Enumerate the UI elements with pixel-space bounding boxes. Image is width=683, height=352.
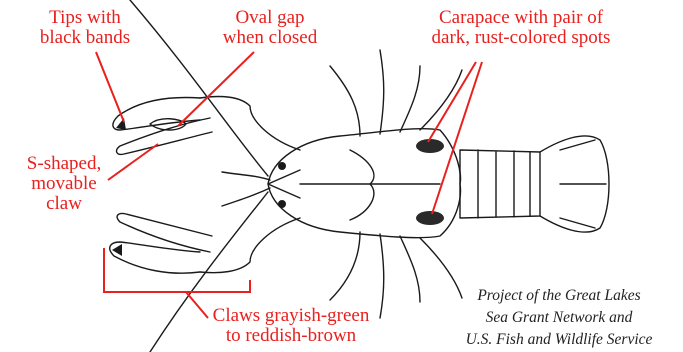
credit-text: Project of the Great Lakes Sea Grant Net… xyxy=(440,285,678,351)
upper-claw-outer xyxy=(113,98,200,130)
leader-carapace-right xyxy=(432,62,482,214)
bracket-claws xyxy=(104,248,250,292)
eye-lower xyxy=(278,200,286,208)
eye-upper xyxy=(278,162,286,170)
antennule xyxy=(222,172,270,206)
upper-arm xyxy=(200,97,300,150)
label-line: dark, rust-colored spots xyxy=(396,28,646,48)
upper-claw-tip xyxy=(116,118,126,130)
label-s-shaped-claw: S-shaped, movable claw xyxy=(8,154,120,214)
lower-arm xyxy=(200,218,300,273)
label-tips-black-bands: Tips with black bands xyxy=(10,8,160,48)
carapace-spot-lower xyxy=(416,211,444,225)
carapace-spot-upper xyxy=(416,139,444,153)
label-line: S-shaped, xyxy=(8,154,120,174)
lower-claw-inner xyxy=(117,213,212,252)
label-line: when closed xyxy=(200,28,340,48)
label-line: Claws grayish-green xyxy=(176,306,406,326)
label-line: to reddish-brown xyxy=(176,326,406,346)
label-line: claw xyxy=(8,194,120,214)
credit-line: Sea Grant Network and xyxy=(440,307,678,329)
label-line: Oval gap xyxy=(200,8,340,28)
label-carapace-spots: Carapace with pair of dark, rust-colored… xyxy=(396,8,646,48)
credit-line: U.S. Fish and Wildlife Service xyxy=(440,329,678,351)
abdomen xyxy=(460,150,540,218)
label-oval-gap: Oval gap when closed xyxy=(200,8,340,48)
label-line: black bands xyxy=(10,28,160,48)
tail-fan xyxy=(540,136,609,232)
cervical-groove xyxy=(350,150,374,220)
label-line: movable xyxy=(8,174,120,194)
lower-claw-tip xyxy=(112,244,122,256)
label-line: Carapace with pair of xyxy=(396,8,646,28)
leader-oval-gap xyxy=(178,52,254,126)
credit-line: Project of the Great Lakes xyxy=(440,285,678,307)
label-claws-color: Claws grayish-green to reddish-brown xyxy=(176,306,406,346)
rostrum xyxy=(268,170,300,198)
label-line: Tips with xyxy=(10,8,160,28)
leader-tips xyxy=(96,52,124,122)
